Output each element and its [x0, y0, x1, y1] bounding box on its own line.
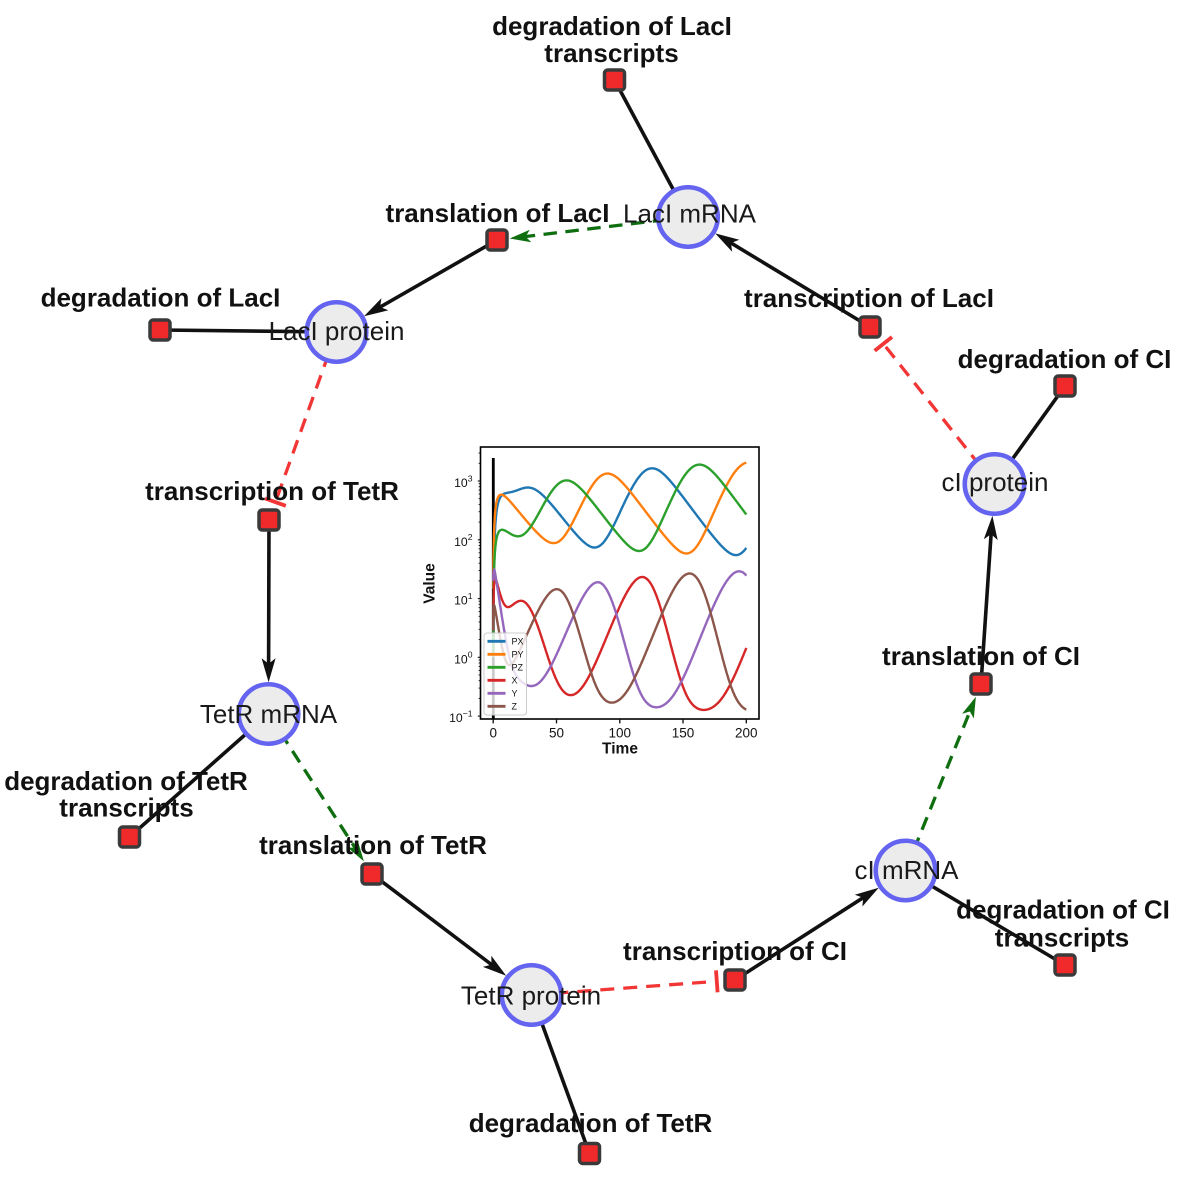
svg-text:translation of CI: translation of CI — [882, 641, 1080, 671]
svg-text:translation of TetR: translation of TetR — [259, 830, 487, 860]
svg-text:degradation of LacI: degradation of LacI — [41, 283, 281, 313]
svg-text:degradation of CI: degradation of CI — [958, 344, 1172, 374]
svg-text:TetR mRNA: TetR mRNA — [200, 699, 338, 729]
svg-text:translation of LacI: translation of LacI — [386, 198, 610, 228]
svg-text:transcription of LacI: transcription of LacI — [744, 283, 994, 313]
svg-text:degradation of LacI: degradation of LacI — [492, 11, 732, 41]
svg-text:X: X — [512, 676, 518, 686]
svg-text:200: 200 — [735, 725, 758, 740]
svg-text:Value: Value — [422, 563, 439, 604]
svg-text:Y: Y — [512, 689, 518, 699]
svg-text:Z: Z — [512, 702, 518, 712]
svg-text:transcription of CI: transcription of CI — [623, 936, 847, 966]
svg-text:50: 50 — [549, 725, 564, 740]
svg-text:transcripts: transcripts — [544, 38, 678, 68]
svg-text:degradation of TetR: degradation of TetR — [469, 1108, 713, 1138]
svg-text:Time: Time — [602, 741, 638, 758]
svg-text:transcription of TetR: transcription of TetR — [145, 476, 399, 506]
svg-text:LacI protein: LacI protein — [269, 316, 405, 346]
svg-text:PY: PY — [512, 650, 524, 660]
svg-text:degradation of TetR: degradation of TetR — [4, 766, 248, 796]
svg-text:PZ: PZ — [512, 663, 524, 673]
svg-text:cI protein: cI protein — [942, 467, 1049, 497]
svg-text:150: 150 — [672, 725, 695, 740]
svg-text:transcripts: transcripts — [995, 923, 1129, 953]
svg-text:100: 100 — [609, 725, 632, 740]
svg-text:transcripts: transcripts — [59, 793, 193, 823]
svg-text:cI mRNA: cI mRNA — [855, 855, 960, 885]
svg-text:TetR protein: TetR protein — [461, 981, 601, 1011]
svg-text:degradation of CI: degradation of CI — [956, 895, 1170, 925]
svg-text:LacI mRNA: LacI mRNA — [623, 199, 757, 229]
svg-text:0: 0 — [489, 725, 497, 740]
svg-text:PX: PX — [512, 637, 524, 647]
